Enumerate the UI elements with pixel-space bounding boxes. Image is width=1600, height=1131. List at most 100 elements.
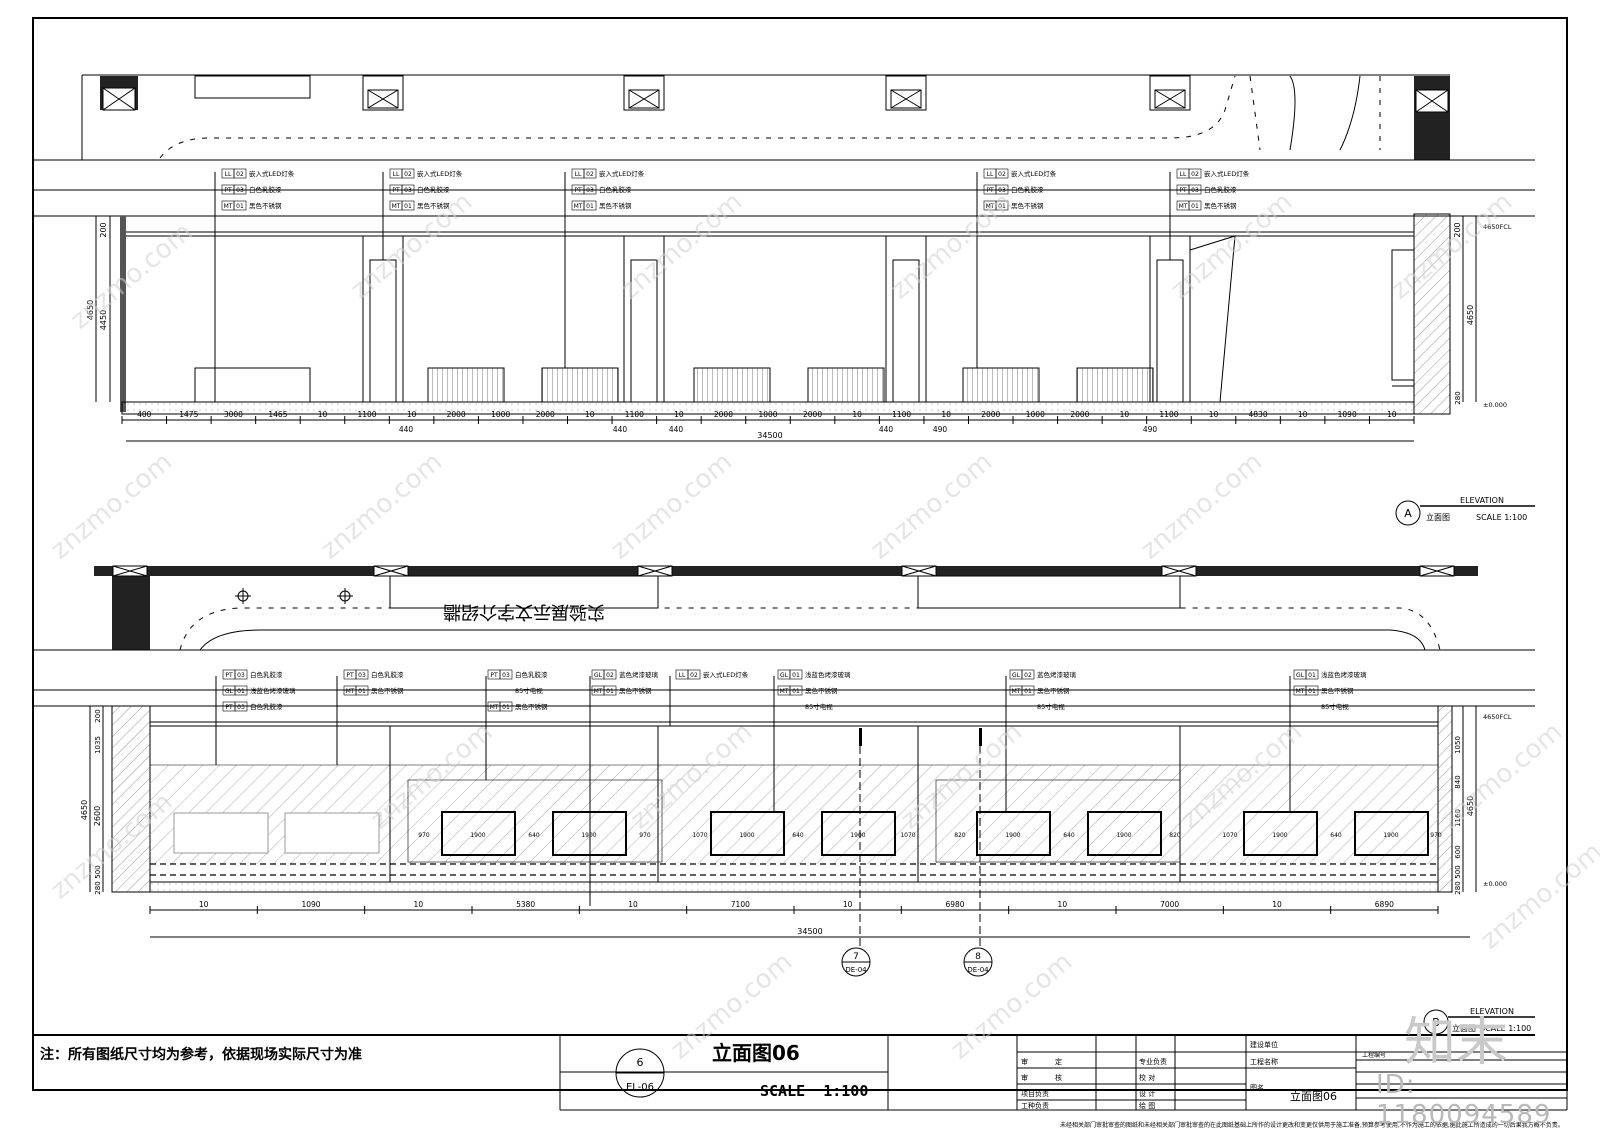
elevation-a-letter: A (1404, 507, 1412, 520)
b-tag-num: 01 (792, 672, 800, 679)
a-tag-num-box (401, 168, 415, 179)
a-dim-label: 1000 (1026, 410, 1045, 419)
tb-r4-b: 绘 图 (1139, 1101, 1155, 1110)
screen-gap-label: 1070 (1222, 832, 1237, 839)
height-right-a-0: 200 (1453, 222, 1462, 237)
drawing-note: 注：所有图纸尺寸均为参考，依据现场实际尺寸为准 (40, 1047, 362, 1063)
b-dim-label: 10 (199, 900, 209, 909)
a-dim-label: 2000 (536, 410, 555, 419)
b-tag-code: PT (225, 672, 233, 679)
watermark-text: znzmo.com (1475, 837, 1600, 955)
a-dim-label: 1475 (179, 410, 198, 419)
screen-gap-label: 970 (1430, 832, 1442, 839)
b-tag-desc: 浅蓝色烤漆玻璃 (1321, 670, 1367, 679)
b-tag-num: 01 (358, 688, 366, 695)
height-left-a-2: 4450 (99, 310, 108, 330)
watermark-text: znzmo.com (885, 187, 1018, 305)
b-tag-desc: 85寸电视 (1321, 702, 1349, 711)
screen-width-label: 1900 (1272, 832, 1287, 839)
a-tag-code: PT (392, 187, 400, 194)
a-dim-label: 10 (941, 410, 951, 419)
b-tag-code: PT (346, 672, 354, 679)
a-dim-label: 3000 (224, 410, 243, 419)
b-tag-num-box (355, 669, 369, 680)
b-tag-desc: 黑色不锈钢 (1321, 686, 1354, 695)
b-tag-desc: 白色乳胶漆 (250, 670, 283, 679)
elevation-b-label-en: ELEVATION (1470, 1007, 1514, 1016)
a-tag-code: LL (393, 171, 400, 178)
section-8-ref: DE-04 (967, 966, 989, 974)
total-dim-a: 34500 (757, 431, 782, 440)
screen-width-label: 1900 (581, 832, 596, 839)
b-tag-desc: 嵌入式LED灯条 (703, 670, 749, 679)
elevation-b: 实验展示文字介绍牆 (33, 565, 1535, 1035)
b-dim-label: 10 (628, 900, 638, 909)
height-left-a-1: 4650 (86, 300, 95, 320)
height-left-b-1: 1035 (94, 736, 102, 754)
height-right-b-0: 1050 (1454, 736, 1462, 754)
b-tag-desc: 浅蓝色烤漆玻璃 (805, 670, 851, 679)
a-dim-label: 10 (1298, 410, 1308, 419)
a-dim-label: 10 (674, 410, 684, 419)
a-tag-num-box (583, 200, 597, 211)
b-tag-desc: 85寸电视 (805, 702, 833, 711)
screen-gap-label: 640 (528, 832, 540, 839)
tag-leaders-b (215, 676, 1291, 906)
a-tag-desc: 黑色不锈钢 (1011, 201, 1044, 210)
height-right-b-1: 840 (1454, 775, 1462, 788)
tb-r2-b: 核 (1055, 1073, 1062, 1082)
b-tag-code: PT (225, 704, 233, 711)
screen-gap-label: 820 (1169, 832, 1181, 839)
height-right-b-6: 280 (1454, 881, 1462, 894)
watermark-text: znzmo.com (45, 447, 178, 565)
a-tag-num-box (233, 184, 247, 195)
a-tag-num: 03 (404, 187, 412, 194)
b-tag-num: 01 (1308, 688, 1316, 695)
scale-value: 1:100 (823, 1082, 869, 1100)
a-tag-desc: 白色乳胶漆 (599, 185, 632, 194)
image-id: ID: 1180094589 (1376, 1070, 1552, 1130)
elevation-a-label-en: ELEVATION (1460, 496, 1504, 505)
a-tag-num: 02 (998, 171, 1006, 178)
a-subdim-label: 490 (1143, 425, 1158, 434)
height-left-b-0: 200 (94, 709, 102, 722)
b-tag-num: 02 (1024, 672, 1032, 679)
b-dim-label: 10 (1058, 900, 1068, 909)
benches-a (194, 367, 1154, 403)
a-tag-num-box (1188, 168, 1202, 179)
a-tag-num: 02 (236, 171, 244, 178)
b-tag-num-box (789, 669, 803, 680)
a-tag-num: 01 (404, 203, 412, 210)
a-tag-desc: 黑色不锈钢 (417, 201, 450, 210)
b-dim-label: 10 (414, 900, 424, 909)
a-tag-code: MT (392, 203, 401, 210)
a-subdim-label: 440 (613, 425, 628, 434)
b-tag-num-box (789, 685, 803, 696)
screen-gap-label: 970 (639, 832, 651, 839)
a-tag-num: 03 (1191, 187, 1199, 194)
b-tag-desc: 白色乳胶漆 (250, 702, 283, 711)
b-tag-desc: 白色乳胶漆 (515, 670, 548, 679)
b-tag-num-box (1305, 685, 1319, 696)
a-dim-label: 1465 (268, 410, 287, 419)
watermark-text: znzmo.com (1135, 447, 1268, 565)
b-tag-desc: 蓝色烤漆玻璃 (619, 670, 659, 679)
height-left-b-5: 280 (94, 881, 102, 894)
b-tag-code: GL (780, 672, 789, 679)
watermark-text: znzmo.com (1385, 187, 1518, 305)
screen-width-label: 1900 (1005, 832, 1020, 839)
screen-gap-label: 640 (792, 832, 804, 839)
b-dim-label: 5380 (516, 900, 535, 909)
watermark-text: znzmo.com (65, 217, 198, 335)
elevation-b-scale: SCALE 1:100 (1480, 1024, 1531, 1033)
b-tag-code: MT (1296, 688, 1305, 695)
section-7-num: 7 (853, 952, 859, 962)
a-tag-num-box (401, 184, 415, 195)
a-tag-desc: 黑色不锈钢 (1204, 201, 1237, 210)
b-dim-label: 10 (1272, 900, 1282, 909)
elevation-a-marker (1395, 500, 1421, 526)
elevation-a-label-cn: 立面图 (1426, 512, 1450, 522)
